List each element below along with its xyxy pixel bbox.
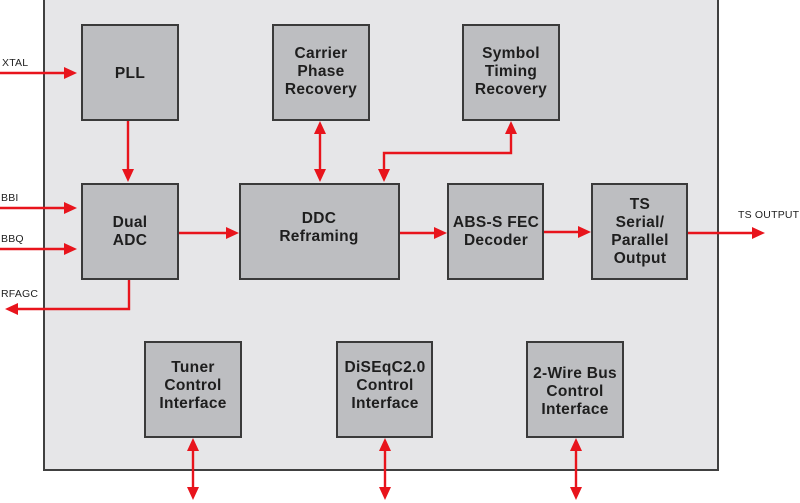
arrowhead-diseqc-up (379, 438, 391, 451)
arrowhead-symbol-up (505, 121, 517, 134)
arrowhead-adc-rfagc (5, 303, 18, 315)
block-label-line: Tuner (171, 359, 214, 376)
pin-label-bbq: BBQ (1, 233, 24, 245)
arrowhead-tuner-up (187, 438, 199, 451)
arrowhead-carrier-up (314, 121, 326, 134)
wire-adc-rfagc (18, 279, 131, 311)
block-label-line: Control (164, 377, 221, 394)
block-label-line: Parallel (611, 232, 669, 249)
pin-label-ts-output: TS OUTPUT (738, 209, 800, 221)
arrowhead-tuner-down (187, 487, 199, 500)
block-label-line: Recovery (475, 81, 547, 98)
block-label-line: Interface (159, 395, 226, 412)
block-label-line: Output (614, 250, 667, 267)
block-label-line: Reframing (279, 228, 358, 245)
block-label-line: Control (356, 377, 413, 394)
pin-label-xtal: XTAL (2, 57, 28, 69)
arrowhead-carrier-down (314, 169, 326, 182)
block-label-line: Control (546, 383, 603, 400)
wire-symbol-ddc (382, 133, 513, 170)
arrowhead-xtal-pll (64, 67, 77, 79)
pin-label-bbi: BBI (1, 192, 19, 204)
block-label-line: DiSEqC2.0 (344, 359, 425, 376)
arrowhead-bbi-adc (64, 202, 77, 214)
block-label-line: Interface (351, 395, 418, 412)
block-label-line: Carrier (295, 45, 348, 62)
block-label-line: ABS-S FEC (453, 214, 539, 231)
arrowhead-fec-ts (578, 226, 591, 238)
block-label-line: Serial/ (616, 214, 665, 231)
block-label-line: PLL (115, 65, 145, 82)
block-label-line: Phase (297, 63, 344, 80)
arrowhead-pll-adc (122, 169, 134, 182)
block-label-line: TS (630, 196, 650, 213)
arrowhead-bbq-adc (64, 243, 77, 255)
block-label-line: Decoder (464, 232, 528, 249)
arrowhead-symbol-down (378, 169, 390, 182)
block-pll: PLL (81, 24, 179, 121)
block-label-line: Symbol (482, 45, 540, 62)
block-pll-label: PLL (115, 65, 145, 82)
arrowhead-ddc-fec (434, 227, 447, 239)
arrowhead-adc-ddc (226, 227, 239, 239)
arrowhead-two-wire-up (570, 438, 582, 451)
block-label-line: ADC (113, 232, 147, 249)
block-label-line: Recovery (285, 81, 357, 98)
pin-label-rfagc: RFAGC (1, 288, 38, 300)
connection-wires (0, 67, 765, 500)
arrowhead-two-wire-down (570, 487, 582, 500)
block-label-line: Dual (113, 214, 148, 231)
arrowhead-diseqc-down (379, 487, 391, 500)
block-label-line: 2-Wire Bus (533, 365, 617, 382)
block-label-line: Interface (541, 401, 608, 418)
arrowhead-ts-output (752, 227, 765, 239)
block-label-line: Timing (485, 63, 537, 80)
block-label-line: DDC (302, 210, 336, 227)
